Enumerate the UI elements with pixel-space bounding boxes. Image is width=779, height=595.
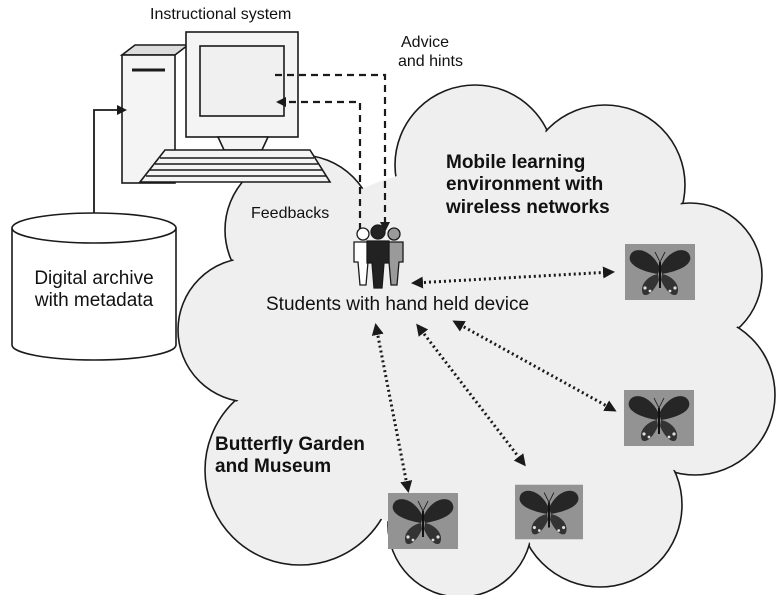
instructional-system-label: Instructional system	[150, 6, 292, 23]
archive-to-system-arrow	[93, 105, 127, 213]
advice-line-1: Advice	[401, 34, 450, 51]
mobile-line-1: Mobile learning	[446, 152, 586, 173]
garden-line-1: Butterfly Garden	[215, 434, 365, 455]
computer-icon	[119, 31, 332, 184]
feedback-arrow	[276, 97, 362, 230]
butterfly-photo-2	[624, 390, 694, 446]
digital-archive-label: Digital archive with metadata	[12, 268, 176, 313]
wireless-links	[371, 266, 617, 493]
advice-arrow	[275, 73, 390, 232]
butterfly-garden-label: Butterfly Garden and Museum	[215, 434, 365, 479]
butterfly-photo-1	[624, 244, 696, 300]
feedbacks-label: Feedbacks	[251, 205, 330, 222]
mobile-line-2: environment with	[446, 174, 604, 196]
garden-line-2: and Museum	[215, 456, 332, 478]
archive-line-1: Digital archive	[34, 268, 154, 289]
mobile-line-3: wireless networks	[446, 196, 610, 218]
mobile-learning-label: Mobile learning environment with wireles…	[446, 152, 610, 219]
butterfly-photo-4	[387, 493, 459, 549]
archive-line-2: with metadata	[34, 290, 154, 312]
advice-line-2: and hints	[398, 52, 463, 70]
link-photo-1	[411, 266, 615, 289]
link-photo-3	[416, 323, 526, 467]
mobile-learning-cloud	[177, 84, 776, 595]
students-icon	[353, 224, 404, 289]
advice-hints-label: Advice and hints	[398, 34, 463, 72]
butterfly-photo-3	[515, 484, 583, 540]
students-label: Students with hand held device	[266, 294, 530, 315]
